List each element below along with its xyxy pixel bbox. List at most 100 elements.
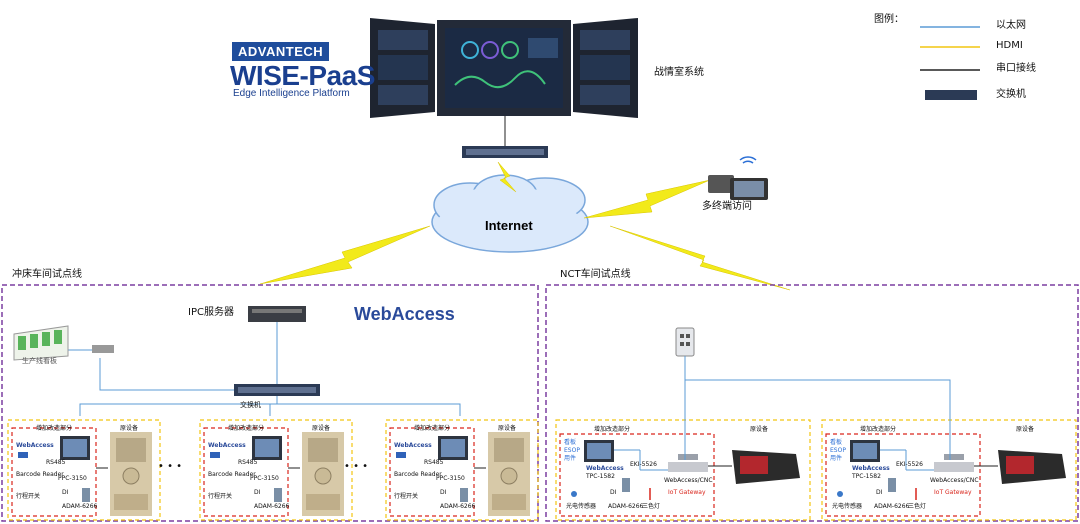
tower-lamp-label: 三色灯 bbox=[908, 503, 927, 510]
sensor-icon bbox=[837, 491, 843, 497]
multi-terminal-label: 多终端访问 bbox=[702, 201, 752, 212]
barcode-label: Barcode Reader bbox=[16, 471, 64, 478]
adam-module-icon bbox=[274, 488, 282, 502]
unit-webaccess-label: WebAccess bbox=[852, 465, 890, 472]
rs485-label: RS485 bbox=[424, 459, 444, 466]
left-zone-border bbox=[1, 284, 539, 522]
ipc-label: IPC服务器 bbox=[188, 307, 234, 318]
webaccess-text: WebAccess bbox=[354, 304, 455, 324]
nct-unit bbox=[821, 419, 1077, 521]
retrofit-border bbox=[203, 427, 289, 517]
iot-gateway-icon bbox=[668, 462, 708, 472]
left-zone-title: 冲床车间试点线 bbox=[12, 269, 82, 280]
ipc-server bbox=[248, 306, 306, 322]
barcode-label: Barcode Reader bbox=[394, 471, 442, 478]
multi-terminal-devices bbox=[708, 156, 768, 200]
retrofit-label: 增加改造部分 bbox=[228, 425, 265, 432]
webaccess-cnc-label: WebAccess/CNC bbox=[664, 477, 713, 484]
legend-item-ethernet: 以太网 bbox=[996, 20, 1026, 31]
production-board bbox=[13, 325, 69, 361]
barcode-reader-icon bbox=[210, 452, 220, 458]
di-label: DI bbox=[610, 489, 617, 496]
retrofit-border bbox=[11, 427, 97, 517]
travel-switch-label: 行程开关 bbox=[16, 493, 41, 500]
legend-item-hdmi: HDMI bbox=[996, 40, 1023, 51]
iot-gateway-icon bbox=[934, 462, 974, 472]
internet-label: Internet bbox=[485, 218, 533, 233]
di-label: DI bbox=[254, 489, 261, 496]
adam-module-icon bbox=[460, 488, 468, 502]
original-equipment-label: 原设备 bbox=[498, 425, 517, 432]
original-equipment-label: 原设备 bbox=[750, 426, 769, 433]
kanban-label: 看板 bbox=[564, 439, 577, 446]
sensor-icon bbox=[571, 491, 577, 497]
barcode-reader-icon bbox=[18, 452, 28, 458]
di-label: DI bbox=[62, 489, 69, 496]
retrofit-label: 增加改造部分 bbox=[594, 426, 631, 433]
retrofit-label: 增加改造部分 bbox=[414, 425, 451, 432]
legend-title: 图例： bbox=[874, 14, 904, 25]
adam-label: ADAM-6266 bbox=[874, 503, 910, 510]
war-room-monitors bbox=[370, 18, 638, 118]
sensor-label: 光电传感器 bbox=[832, 503, 863, 510]
unit-outer-border bbox=[555, 419, 811, 521]
nct-unit bbox=[555, 419, 811, 521]
di-label: DI bbox=[440, 489, 447, 496]
ellipsis-2: • • • bbox=[344, 461, 369, 472]
unit-outer-border bbox=[821, 419, 1077, 521]
adam-module-icon bbox=[888, 478, 896, 492]
legend-item-serial: 串口接线 bbox=[996, 63, 1036, 74]
retrofit-label: 增加改造部分 bbox=[860, 426, 897, 433]
press-unit bbox=[385, 419, 539, 521]
esop-label: ESOP bbox=[830, 447, 846, 454]
adam-label: ADAM-6266 bbox=[608, 503, 644, 510]
board-label: 生产线看板 bbox=[22, 357, 57, 365]
adam-module-icon bbox=[622, 478, 630, 492]
ppc-label: PPC-3150 bbox=[436, 475, 465, 482]
war-room-label: 战情室系统 bbox=[654, 67, 704, 78]
iot-gateway-label: IoT Gateway bbox=[668, 489, 706, 496]
adam-label: ADAM-6266 bbox=[62, 503, 98, 510]
barcode-label: Barcode Reader bbox=[208, 471, 256, 478]
board-gateway bbox=[92, 345, 114, 353]
press-unit bbox=[7, 419, 161, 521]
func-label: 用件 bbox=[564, 455, 577, 462]
sensor-label: 光电传感器 bbox=[566, 503, 597, 510]
webaccess-cnc-label: WebAccess/CNC bbox=[930, 477, 979, 484]
left-switch-label: 交换机 bbox=[240, 401, 261, 409]
retrofit-border bbox=[389, 427, 475, 517]
legend-item-switch: 交换机 bbox=[996, 89, 1026, 100]
press-unit bbox=[199, 419, 353, 521]
nct-switch bbox=[675, 327, 695, 357]
ppc-label: PPC-3150 bbox=[58, 475, 87, 482]
original-equipment-label: 原设备 bbox=[120, 425, 139, 432]
internet-cloud bbox=[431, 174, 589, 253]
right-zone-title: NCT车间试点线 bbox=[560, 269, 631, 280]
eki-label: EKI-5526 bbox=[630, 461, 657, 468]
tower-lamp-label: 三色灯 bbox=[642, 503, 661, 510]
unit-webaccess-label: WebAccess bbox=[586, 465, 624, 472]
kanban-label: 看板 bbox=[830, 439, 843, 446]
travel-switch-label: 行程开关 bbox=[394, 493, 419, 500]
di-label: DI bbox=[876, 489, 883, 496]
retrofit-border bbox=[825, 433, 981, 517]
platform-name: WISE-PaaS bbox=[230, 60, 375, 91]
eki-label: EKI-5526 bbox=[896, 461, 923, 468]
rs485-label: RS485 bbox=[46, 459, 66, 466]
rs485-label: RS485 bbox=[238, 459, 258, 466]
ppc-label: PPC-3150 bbox=[250, 475, 279, 482]
unit-webaccess-label: WebAccess bbox=[208, 442, 246, 449]
func-label: 用件 bbox=[830, 455, 843, 462]
travel-switch-label: 行程开关 bbox=[208, 493, 233, 500]
retrofit-label: 增加改造部分 bbox=[36, 425, 73, 432]
retrofit-border bbox=[559, 433, 715, 517]
tpc-label: TPC-1582 bbox=[852, 473, 881, 480]
platform-subtitle: Edge Intelligence Platform bbox=[233, 88, 350, 99]
esop-label: ESOP bbox=[564, 447, 580, 454]
iot-gateway-label: IoT Gateway bbox=[934, 489, 972, 496]
right-zone-border bbox=[545, 284, 1079, 522]
original-equipment-label: 原设备 bbox=[1016, 426, 1035, 433]
wireless-links bbox=[259, 161, 791, 291]
